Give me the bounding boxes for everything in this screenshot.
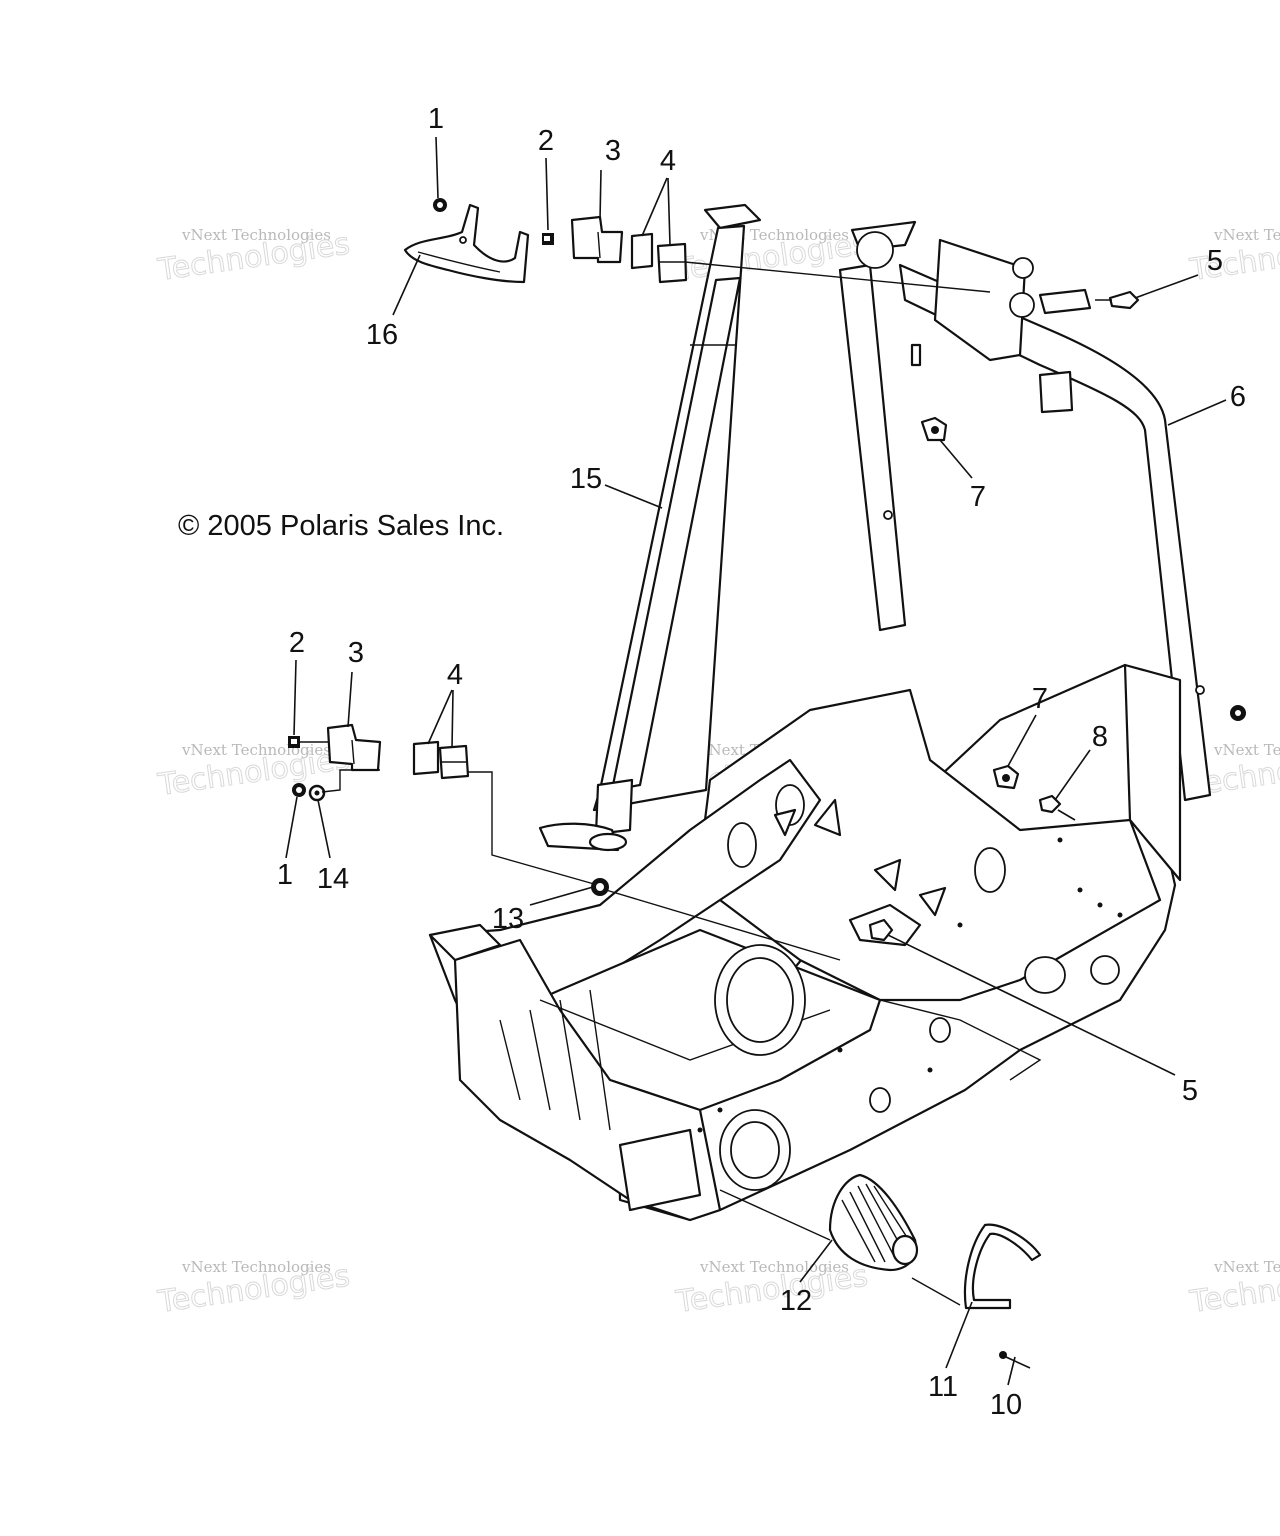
svg-text:vNext Technologies: vNext Technologies xyxy=(181,226,331,244)
part-11-clamp-ring xyxy=(963,1223,1042,1310)
part-nut-right xyxy=(1230,705,1246,721)
callout-labels: 1 2 3 4 5 6 7 15 16 2 3 4 7 8 1 14 13 5 … xyxy=(277,103,1246,1421)
callout-2: 2 xyxy=(538,125,554,157)
callout-15: 15 xyxy=(570,463,602,495)
svg-text:vNext Technologies: vNext Technologies xyxy=(1213,226,1280,244)
svg-text:vNext Technologies: vNext Technologies xyxy=(1213,741,1280,759)
part-12-boot xyxy=(828,1173,919,1272)
part-3-clamp-top xyxy=(570,215,624,264)
callout-7: 7 xyxy=(970,481,986,513)
callout-4: 4 xyxy=(660,145,676,177)
part-4-clamp-mid xyxy=(412,740,470,780)
part-5-bolt-top xyxy=(1095,290,1140,310)
callout-4: 4 xyxy=(447,659,463,691)
callout-1: 1 xyxy=(277,859,293,891)
part-2-bolt-top xyxy=(542,233,554,245)
callout-1: 1 xyxy=(428,103,444,135)
watermark: vNext Technologies Technologies xyxy=(1187,1258,1280,1321)
leader-lines xyxy=(285,136,1227,1386)
part-1-nut-top xyxy=(433,198,447,212)
callout-10: 10 xyxy=(990,1389,1022,1421)
watermark: vNext Technologies Technologies xyxy=(673,1258,871,1321)
callout-16: 16 xyxy=(366,319,398,351)
part-14-washer xyxy=(308,784,326,802)
callout-12: 12 xyxy=(780,1285,812,1317)
svg-text:vNext Technologies: vNext Technologies xyxy=(1213,1258,1280,1276)
callout-13: 13 xyxy=(492,903,524,935)
svg-text:vNext Technologies: vNext Technologies xyxy=(181,1258,331,1276)
part-10-screw xyxy=(999,1351,1031,1369)
svg-text:vNext Technologies: vNext Technologies xyxy=(699,1258,849,1276)
callout-2: 2 xyxy=(289,627,305,659)
part-16-bracket xyxy=(403,203,530,284)
callout-5: 5 xyxy=(1182,1075,1198,1107)
part-15-steering-post xyxy=(538,203,762,852)
callout-7: 7 xyxy=(1032,683,1048,715)
watermark: vNext Technologies Technologies xyxy=(155,226,353,289)
part-2-bolt-mid xyxy=(288,736,300,748)
part-4-clamp-top xyxy=(630,232,688,284)
callout-3: 3 xyxy=(348,637,364,669)
part-7-clip-mid xyxy=(992,764,1020,790)
callout-11: 11 xyxy=(928,1371,958,1403)
callout-5: 5 xyxy=(1207,245,1223,277)
copyright-notice: © 2005 Polaris Sales Inc. xyxy=(178,510,504,542)
callout-3: 3 xyxy=(605,135,621,167)
part-7-clip-top xyxy=(920,416,948,442)
part-6-support-frame xyxy=(838,220,1212,802)
part-3-clamp-mid xyxy=(326,723,382,772)
part-1-nut-mid xyxy=(292,783,306,797)
watermark: vNext Technologies Technologies xyxy=(1187,226,1280,289)
callout-6: 6 xyxy=(1230,381,1246,413)
callout-8: 8 xyxy=(1092,721,1108,753)
callout-14: 14 xyxy=(317,863,349,895)
watermark: vNext Technologies Technologies xyxy=(155,1258,353,1321)
part-chassis-bulkhead xyxy=(428,663,1182,1222)
part-13-washer xyxy=(591,878,609,896)
